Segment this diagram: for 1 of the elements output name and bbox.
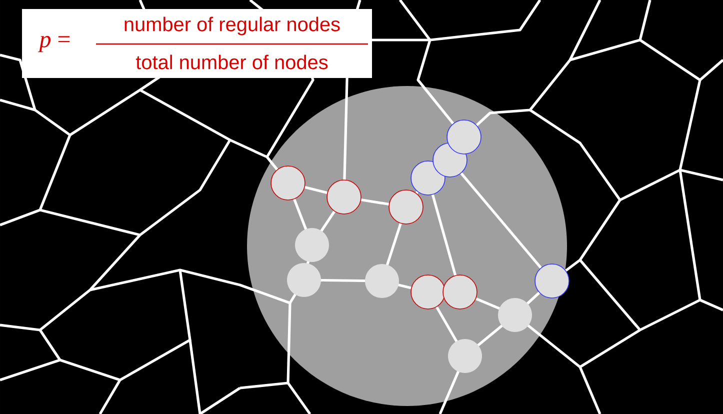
formula-box: p = number of regular nodes total number of nodes [22, 9, 372, 78]
